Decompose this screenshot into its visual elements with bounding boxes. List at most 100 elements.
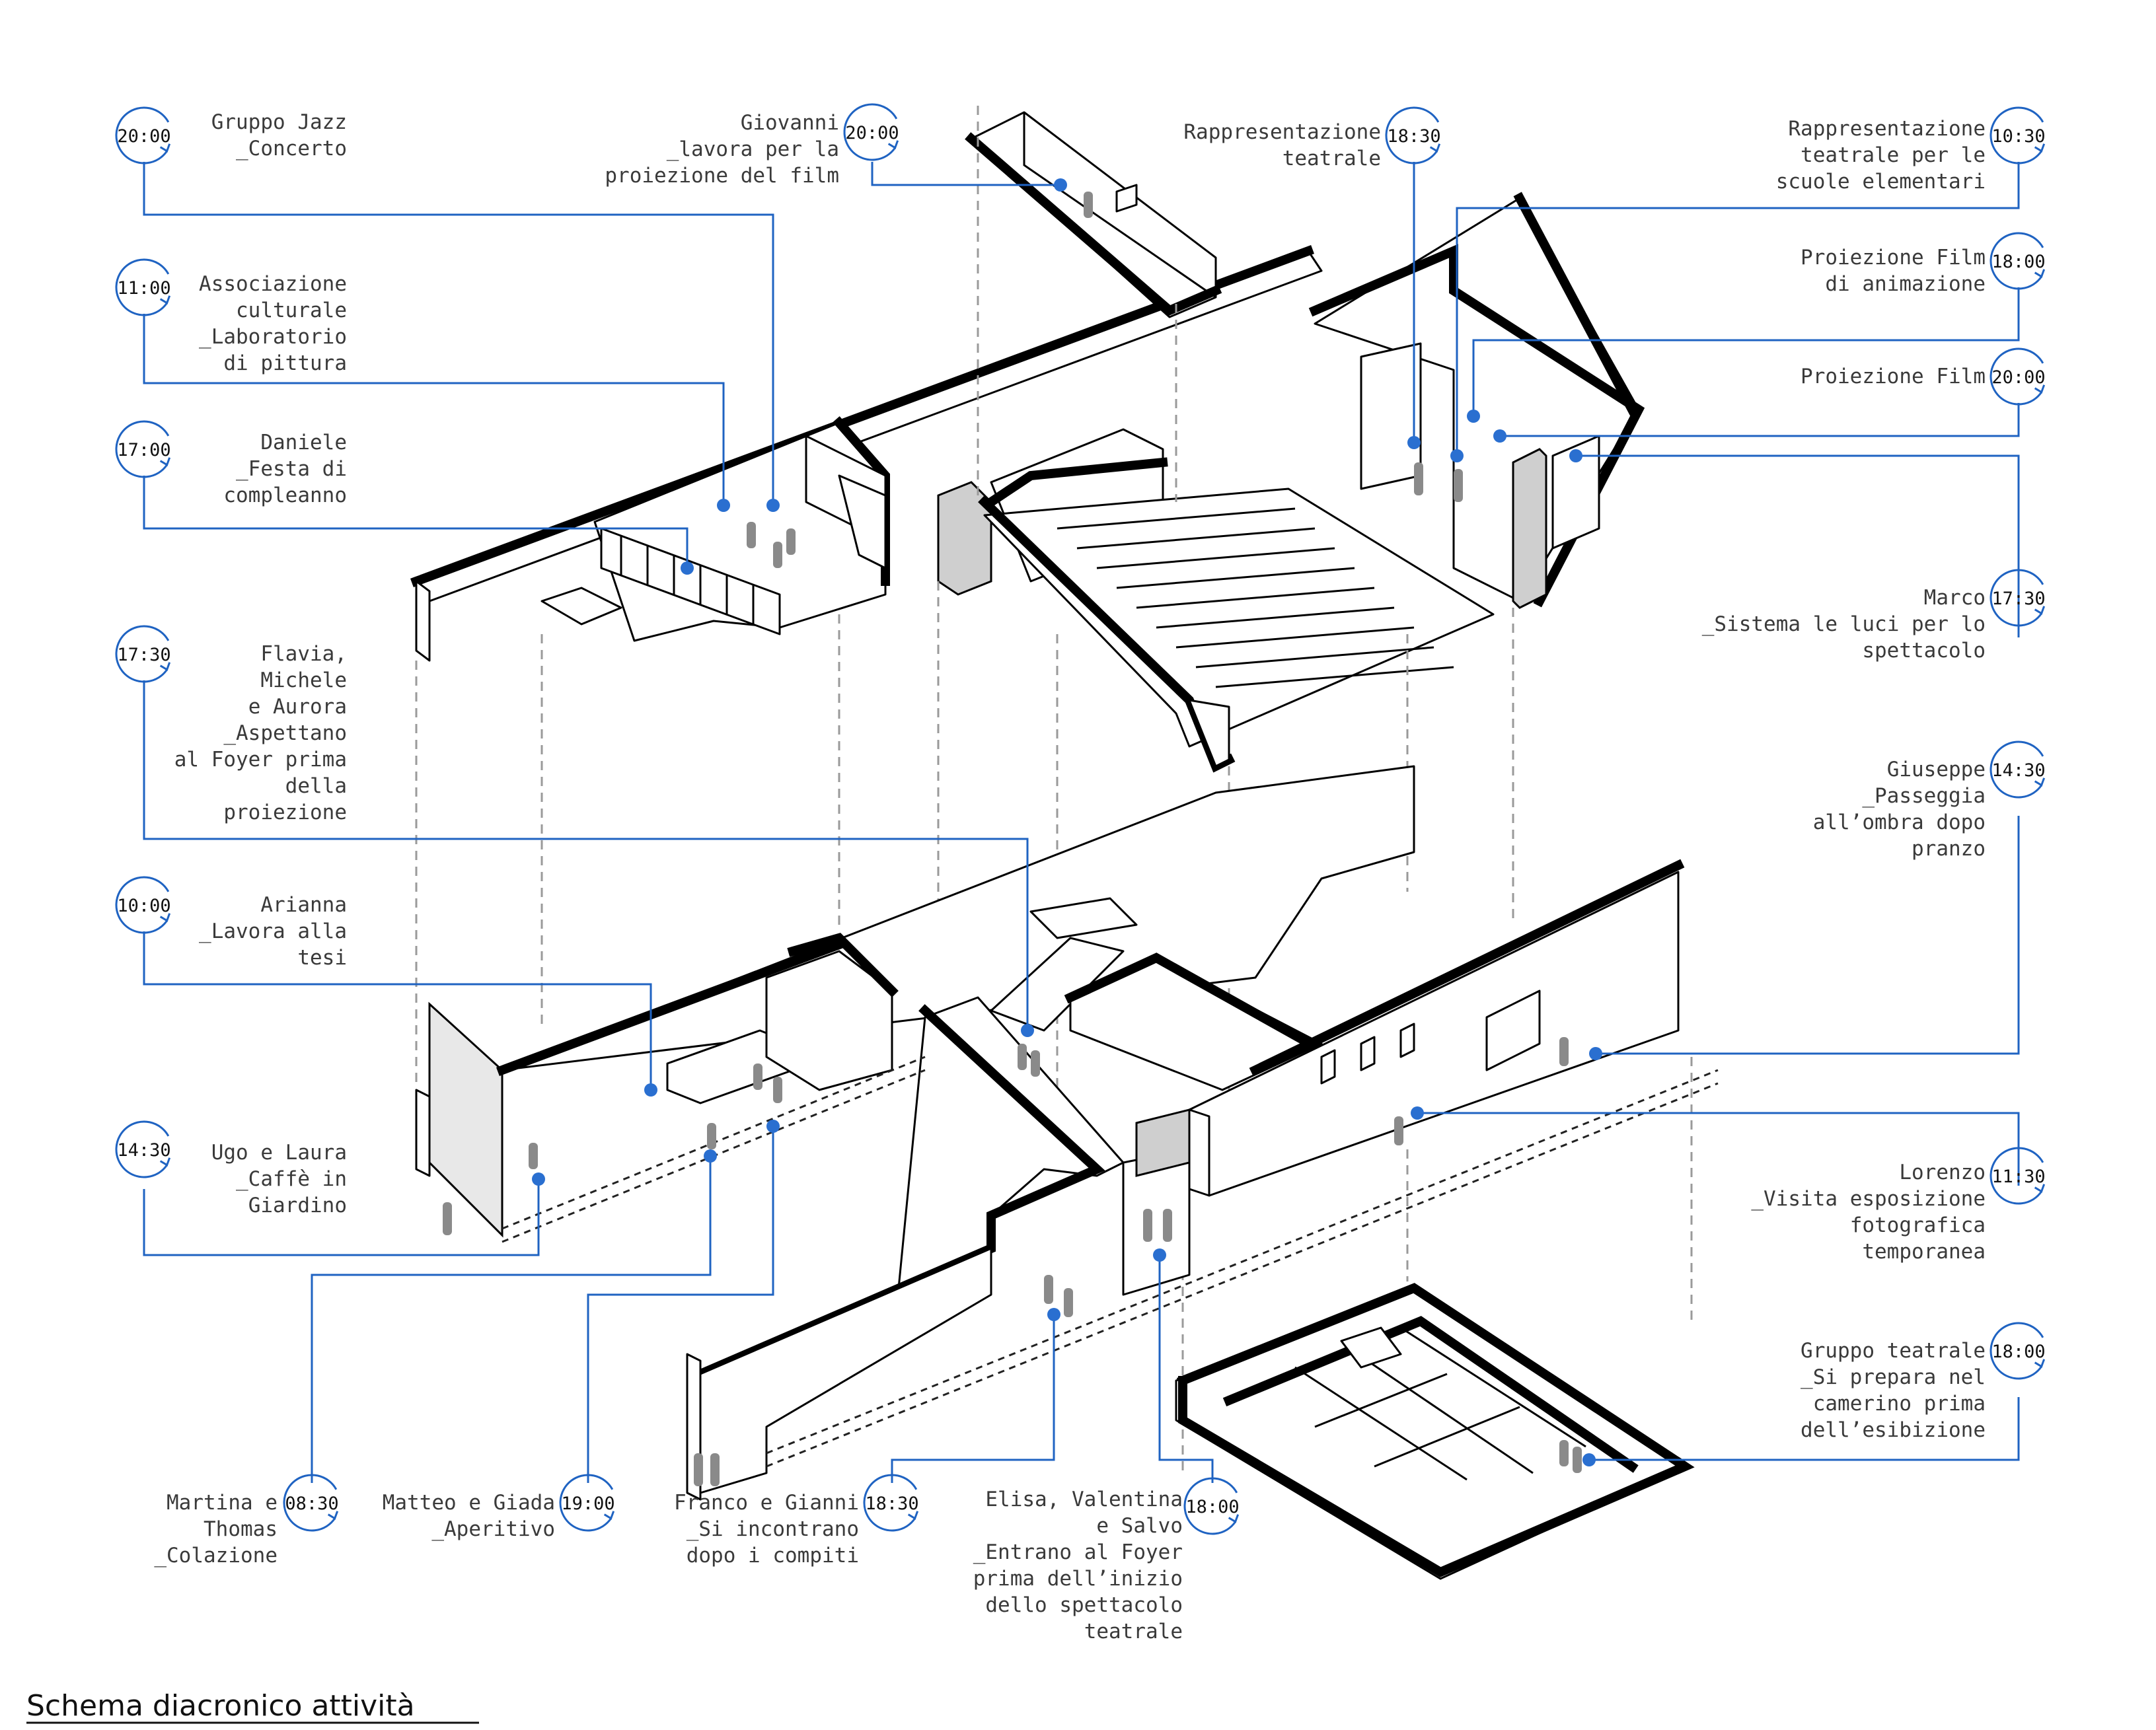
clock-arrow-icon bbox=[115, 420, 171, 478]
clock-arrow-icon bbox=[1385, 106, 1441, 164]
location-dot bbox=[1047, 1308, 1060, 1321]
person-figure bbox=[1044, 1275, 1053, 1304]
annotation-text-line: _Si prepara nel bbox=[1801, 1365, 1986, 1389]
time-label: 18:00 bbox=[1991, 252, 2045, 272]
annotation-text-line: della bbox=[285, 774, 347, 798]
stage-column bbox=[1512, 448, 1547, 609]
time-label: 20:00 bbox=[845, 123, 899, 143]
annotation-leaders bbox=[143, 162, 2020, 1483]
person-figure bbox=[753, 1063, 762, 1090]
annotation-text-line: Lorenzo bbox=[1899, 1161, 1986, 1184]
annotation-text-line: Proiezione Film bbox=[1801, 246, 1986, 270]
time-label: 14:30 bbox=[1991, 760, 2045, 781]
annotation-text-line: _Entrano al Foyer bbox=[973, 1540, 1183, 1564]
location-dot bbox=[704, 1149, 717, 1163]
person-figure bbox=[443, 1202, 452, 1235]
annotation-text-line: _Lavora alla bbox=[199, 919, 347, 943]
annotation-text-line: culturale bbox=[236, 299, 347, 322]
annotation-text-line: temporanea bbox=[1862, 1240, 1986, 1264]
person-figure bbox=[1454, 469, 1463, 502]
annotation-text-line: teatrale per le bbox=[1801, 143, 1986, 167]
time-label: 10:00 bbox=[117, 896, 170, 916]
location-dot bbox=[1407, 436, 1421, 449]
annotation-text-line: _Colazione bbox=[154, 1544, 278, 1568]
clock-arrow-icon bbox=[115, 876, 171, 934]
annotation-text-line: Gruppo teatrale bbox=[1801, 1339, 1986, 1363]
annotation-text-line: Marco bbox=[1924, 586, 1986, 610]
annotation-text-line: Proiezione Film bbox=[1801, 365, 1986, 388]
annotation-text-line: all’ombra dopo bbox=[1813, 811, 1986, 834]
location-dot bbox=[1021, 1024, 1034, 1037]
location-dot bbox=[1467, 410, 1480, 423]
upper-level-drawing bbox=[410, 111, 1645, 773]
annotation-text-line: pranzo bbox=[1912, 837, 1986, 861]
annotation-text-line: Giuseppe bbox=[1887, 758, 1986, 781]
person-figure bbox=[694, 1453, 703, 1486]
annotation-text-line: teatrale bbox=[1084, 1620, 1183, 1643]
person-figure bbox=[1394, 1116, 1403, 1145]
person-figure bbox=[707, 1123, 716, 1149]
clock-arrow-icon bbox=[1989, 1147, 2046, 1205]
annotation-text-line: _Aperitivo bbox=[431, 1517, 555, 1541]
clock-arrow-icon bbox=[1989, 347, 2046, 406]
location-dot bbox=[766, 1120, 780, 1133]
annotation-text-line: Martina e bbox=[167, 1491, 278, 1515]
clock-arrow-icon bbox=[115, 258, 171, 316]
annotation-text-line: _Festa di bbox=[236, 457, 347, 481]
annotation-text-line: _Si incontrano bbox=[687, 1517, 859, 1541]
location-dot bbox=[1569, 449, 1582, 462]
time-label: 20:00 bbox=[1991, 367, 2045, 388]
annotation-text-line: Matteo e Giada bbox=[383, 1491, 555, 1515]
clock-arrow-icon bbox=[1989, 1322, 2046, 1380]
person-figure bbox=[786, 528, 796, 555]
clock-arrow-icon bbox=[1989, 232, 2046, 290]
clock-arrow-icon bbox=[559, 1474, 615, 1532]
annotation-text-line: Giardino bbox=[248, 1194, 347, 1217]
annotation-text-line: dello spettacolo bbox=[985, 1593, 1183, 1617]
person-figure bbox=[747, 522, 756, 548]
time-label: 18:30 bbox=[1387, 126, 1440, 147]
annotation-text-line: Associazione bbox=[199, 272, 347, 296]
clock-arrow-icon bbox=[115, 1120, 171, 1178]
people-figures bbox=[443, 192, 1582, 1486]
annotation-text-line: di pittura bbox=[223, 351, 347, 375]
time-label: 18:00 bbox=[1991, 1342, 2045, 1362]
annotation-text-line: di animazione bbox=[1825, 272, 1986, 296]
clock-arrow-icon bbox=[1989, 106, 2046, 164]
annotation-text-line: _Laboratorio bbox=[199, 325, 347, 349]
annotation-text-line: Flavia, bbox=[260, 642, 347, 666]
annotation-text-line: Thomas bbox=[204, 1517, 278, 1541]
projection-booth bbox=[965, 111, 1222, 318]
annotation-text-line: Ugo e Laura bbox=[211, 1141, 347, 1165]
person-figure bbox=[1018, 1044, 1027, 1070]
time-label: 18:00 bbox=[1185, 1497, 1239, 1517]
annotation-text-line: _Aspettano bbox=[223, 721, 347, 745]
left-staircase bbox=[540, 527, 781, 635]
brick-facade bbox=[428, 1001, 503, 1238]
annotation-text-line: camerino prima bbox=[1813, 1392, 1986, 1416]
auditorium-seating bbox=[1057, 507, 1454, 688]
annotation-text-line: _Sistema le luci per lo bbox=[1702, 612, 1986, 636]
annotation-text-line: e Salvo bbox=[1096, 1514, 1183, 1538]
location-dot bbox=[1589, 1047, 1602, 1060]
annotation-text-line: e Aurora bbox=[248, 695, 347, 719]
location-dot bbox=[717, 499, 730, 512]
person-figure bbox=[773, 542, 782, 568]
annotation-text-line: fotografica bbox=[1850, 1213, 1986, 1237]
person-figure bbox=[1163, 1209, 1172, 1242]
person-figure bbox=[1031, 1050, 1040, 1077]
annotation-text-line: Arianna bbox=[260, 893, 347, 917]
annotation-text-line: dopo i compiti bbox=[687, 1544, 859, 1568]
clock-arrow-icon bbox=[863, 1474, 919, 1532]
annotation-text-line: _Concerto bbox=[236, 137, 347, 161]
